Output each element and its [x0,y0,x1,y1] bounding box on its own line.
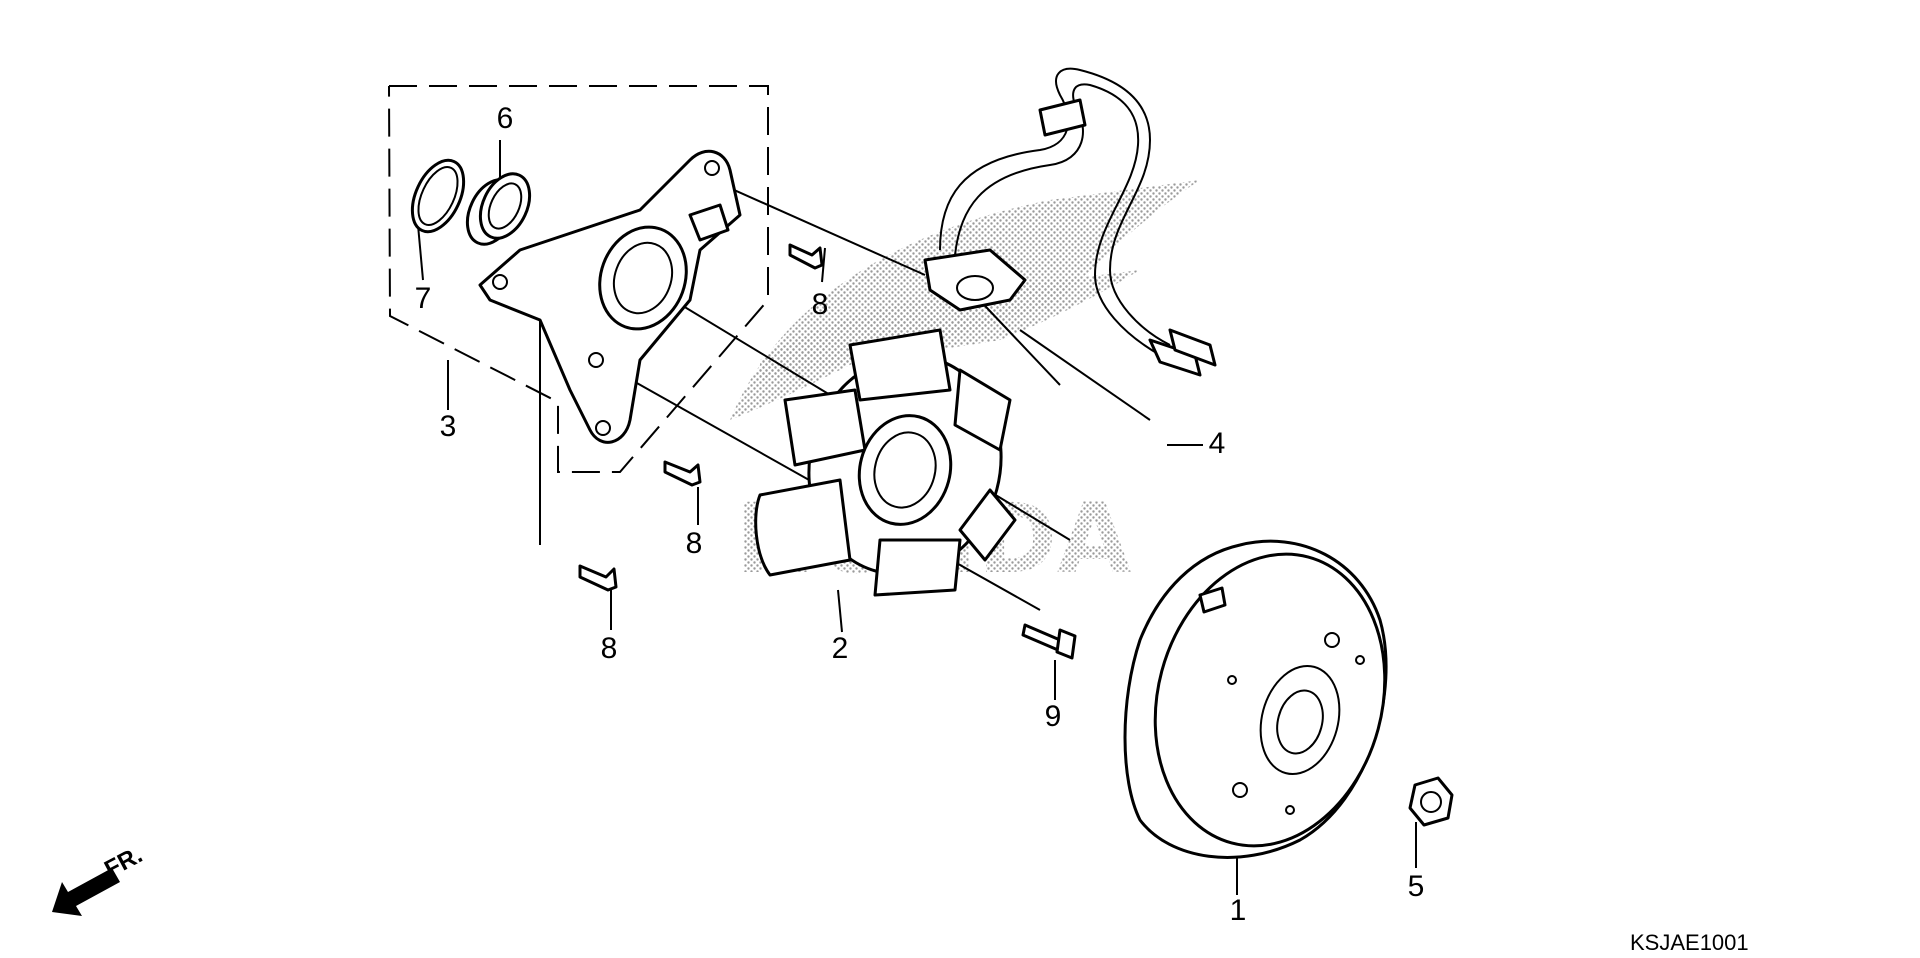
stator-part-2 [754,328,1017,597]
bolt-part-9 [1021,623,1077,660]
callout-8-middle: 8 [686,527,703,560]
callout-9: 9 [1045,700,1062,733]
callout-5: 5 [1408,870,1425,903]
front-direction-indicator: FR. [52,841,147,916]
callout-3: 3 [440,410,457,443]
diagram-code: KSJAE1001 [1630,930,1749,955]
screw-part-8-top [788,243,824,270]
screw-part-8-bottom [578,564,618,592]
callout-4: 4 [1209,427,1226,460]
flange-nut-part-5 [1408,776,1454,827]
assembly-3-boundary [388,85,769,473]
callout-7: 7 [415,282,432,315]
callout-2: 2 [832,632,849,665]
pulser-coil-part-4 [923,67,1217,377]
flywheel-part-1 [1123,539,1388,859]
callout-6: 6 [497,102,514,135]
o-ring-part-7 [410,158,466,234]
screw-part-8-middle [663,460,702,487]
callout-8-bottom: 8 [601,632,618,665]
callout-1: 1 [1230,894,1247,927]
callout-8-top: 8 [812,288,829,321]
oil-seal-part-6 [465,172,532,246]
stator-base-part-3 [478,149,742,444]
front-arrow-icon [52,868,120,916]
